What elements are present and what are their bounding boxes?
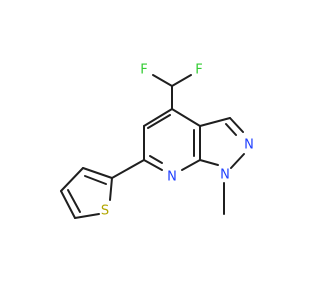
bond-c6-thiophene (111, 159, 145, 179)
bond-thio-c4-c5-inner (67, 189, 81, 213)
molecule-diagram: F F N N N S (60, 63, 254, 219)
bond-c3a-c4 (171, 108, 201, 127)
bond-c3-n2 (229, 117, 244, 133)
bond-thio-c4-c5 (60, 190, 76, 219)
bond-n1-c7a (199, 159, 219, 166)
bond-n2-n1 (230, 153, 245, 169)
bond-c4-c5 (143, 108, 173, 127)
bond-c3-n2-inner (225, 123, 237, 136)
bond-c4-c5-inner (147, 114, 171, 129)
bond-c6-npy (143, 159, 163, 171)
atom-sulfur-thiophene: S (101, 204, 109, 219)
bond-cf2-f-left (152, 74, 173, 87)
atom-nitrogen-pyrazole: N (244, 138, 254, 153)
bond-thio-c3-c4 (60, 167, 84, 192)
atom-fluorine-left: F (140, 63, 147, 78)
atom-label-layer: F F N N N S (101, 63, 254, 219)
bond-npy-c7a (181, 159, 201, 171)
bond-layer (60, 74, 245, 219)
bond-thio-c5-s (74, 213, 100, 219)
atom-nitrogen-methyl: N (220, 168, 230, 183)
bond-thio-c2-c3-inner (84, 175, 107, 185)
bond-c3a-c3 (199, 117, 231, 127)
bond-thio-s-c2 (109, 177, 113, 201)
bond-c6-npy-inner (149, 155, 163, 164)
atom-nitrogen-pyridine: N (167, 170, 177, 185)
atom-fluorine-right: F (195, 63, 202, 78)
bond-cf2-f-right (171, 74, 192, 87)
bond-thio-c2-c3 (82, 167, 113, 179)
